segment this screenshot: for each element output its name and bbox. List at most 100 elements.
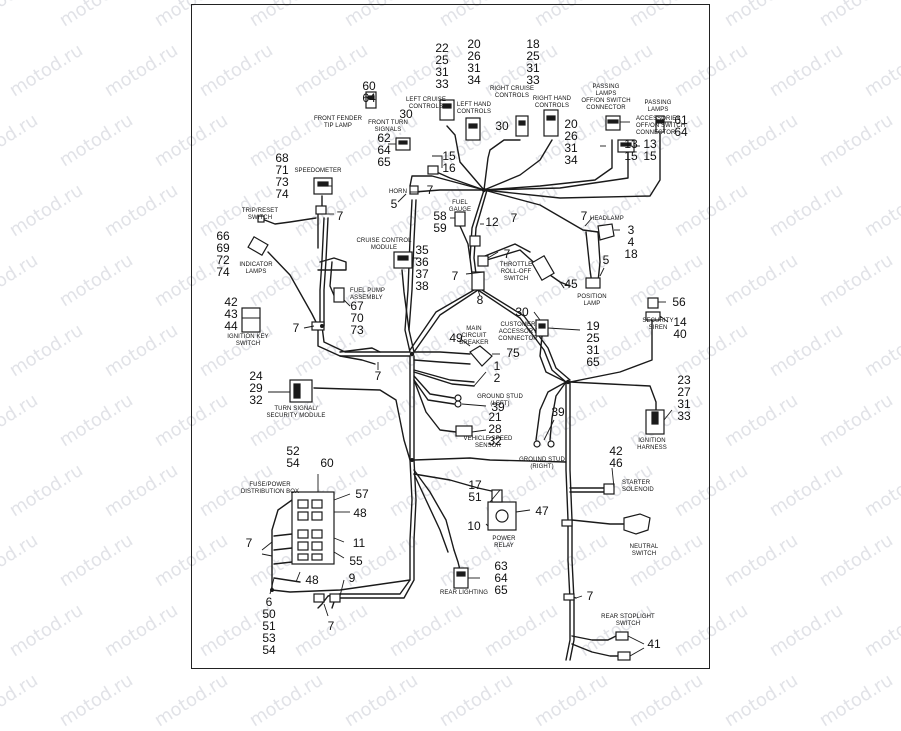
callout-number: 50 bbox=[262, 607, 276, 621]
label-line: CONTROLS bbox=[457, 109, 491, 115]
ground-stud-left-label: GROUND STUD(LEFT) bbox=[477, 394, 523, 407]
callout-number: 12 bbox=[485, 215, 499, 229]
callout-number: 63 bbox=[494, 559, 508, 573]
label-line: SPEEDOMETER bbox=[294, 168, 342, 174]
callout-number: 37 bbox=[415, 267, 429, 281]
callout-number: 14 bbox=[673, 315, 687, 329]
callout-number: 20 bbox=[564, 117, 578, 131]
callout-number: 61 bbox=[674, 113, 688, 127]
callout-number: 5 bbox=[603, 253, 610, 267]
callout-number: 26 bbox=[564, 129, 578, 143]
callout-number: 73 bbox=[350, 323, 364, 337]
watermark-text: motod.ru bbox=[530, 669, 612, 731]
rear-lighting-connector bbox=[453, 567, 469, 589]
fuse-box-lower-connector bbox=[313, 593, 325, 603]
callout-number: 42 bbox=[609, 444, 623, 458]
front-fender-tip-lamp-connector bbox=[365, 91, 377, 109]
callout-number: 57 bbox=[355, 487, 369, 501]
harness-wires bbox=[261, 125, 661, 661]
label-line: SWITCH bbox=[632, 551, 656, 557]
callout-number: 15 bbox=[442, 149, 456, 163]
callout-number: 30 bbox=[495, 119, 509, 133]
callout-number: 71 bbox=[275, 163, 289, 177]
callout-number: 51 bbox=[468, 490, 482, 504]
callout-number: 34 bbox=[467, 73, 481, 87]
callout-number: 69 bbox=[216, 241, 230, 255]
callout-number: 74 bbox=[216, 265, 230, 279]
callout-number: 62 bbox=[377, 131, 391, 145]
rear-stoplight-switch-connector bbox=[615, 631, 629, 641]
fuel-pump-assembly-connector bbox=[333, 287, 345, 303]
callout-number: 73 bbox=[275, 175, 289, 189]
speedo-branch-connector bbox=[315, 205, 327, 215]
central-junction bbox=[471, 271, 485, 291]
watermark-text: motod.ru bbox=[150, 669, 232, 731]
callout-number: 47 bbox=[535, 504, 549, 518]
label-line: RELAY bbox=[494, 543, 514, 549]
callout-number: 35 bbox=[415, 243, 429, 257]
callout-number: 58 bbox=[433, 209, 447, 223]
label-line: (RIGHT) bbox=[530, 464, 553, 470]
callout-number: 7 bbox=[246, 536, 253, 550]
callout-number: 25 bbox=[435, 53, 449, 67]
connector-7-junction bbox=[477, 255, 489, 267]
callout-number: 22 bbox=[435, 41, 449, 55]
callout-number: 65 bbox=[494, 583, 508, 597]
label-line: CRUISE CONTROL bbox=[356, 238, 412, 244]
callout-number: 31 bbox=[586, 343, 600, 357]
label-line: FUEL PUMP bbox=[350, 288, 385, 294]
label-line: VEHICLE SPEED bbox=[464, 436, 514, 442]
label-line: SWITCH bbox=[616, 621, 640, 627]
label-line: HARNESS bbox=[637, 445, 667, 451]
label-line: LEFT HAND bbox=[457, 102, 492, 108]
callout-number: 13 bbox=[624, 137, 638, 151]
trip-reset-switch bbox=[257, 215, 265, 223]
callout-number: 32 bbox=[249, 393, 263, 407]
label-line: IGNITION KEY bbox=[227, 334, 269, 340]
callout-number: 72 bbox=[216, 253, 230, 267]
callout-number: 13 bbox=[643, 137, 657, 151]
callout-number: 54 bbox=[262, 643, 276, 657]
watermark-text: motod.ru bbox=[245, 669, 327, 731]
passing-lamps-connector bbox=[655, 115, 665, 133]
label-line: POWER bbox=[492, 536, 516, 542]
callout-number: 67 bbox=[350, 299, 364, 313]
label-line: ACCESSORIES bbox=[636, 116, 680, 122]
callout-number: 65 bbox=[377, 155, 391, 169]
label-line: (LEFT) bbox=[490, 401, 509, 407]
callout-number: 7 bbox=[328, 619, 335, 633]
callout-number: 21 bbox=[488, 410, 502, 424]
wiring-diagram: 6064222531332026313418253133303020263134… bbox=[216, 37, 691, 661]
callout-number: 7 bbox=[511, 211, 518, 225]
callout-number: 3 bbox=[628, 223, 635, 237]
label-line: INDICATOR bbox=[239, 262, 273, 268]
ignition-key-switch bbox=[241, 307, 261, 333]
label-line: SIGNALS bbox=[375, 127, 402, 133]
callout-number: 31 bbox=[526, 61, 540, 75]
label-line: RIGHT CRUISE bbox=[490, 86, 534, 92]
speedometer-label: SPEEDOMETER bbox=[294, 168, 342, 174]
ground-stud-left bbox=[454, 394, 462, 402]
callout-number: 64 bbox=[377, 143, 391, 157]
label-line: CONTROLS bbox=[409, 104, 443, 110]
label-line: ASSEMBLY bbox=[350, 295, 383, 301]
callout-number: 44 bbox=[224, 319, 238, 333]
label-line: GROUND STUD bbox=[477, 394, 523, 400]
callout-number: 7 bbox=[293, 321, 300, 335]
callout-number: 15 bbox=[624, 149, 638, 163]
callout-number: 31 bbox=[467, 61, 481, 75]
callout-number: 70 bbox=[350, 311, 364, 325]
